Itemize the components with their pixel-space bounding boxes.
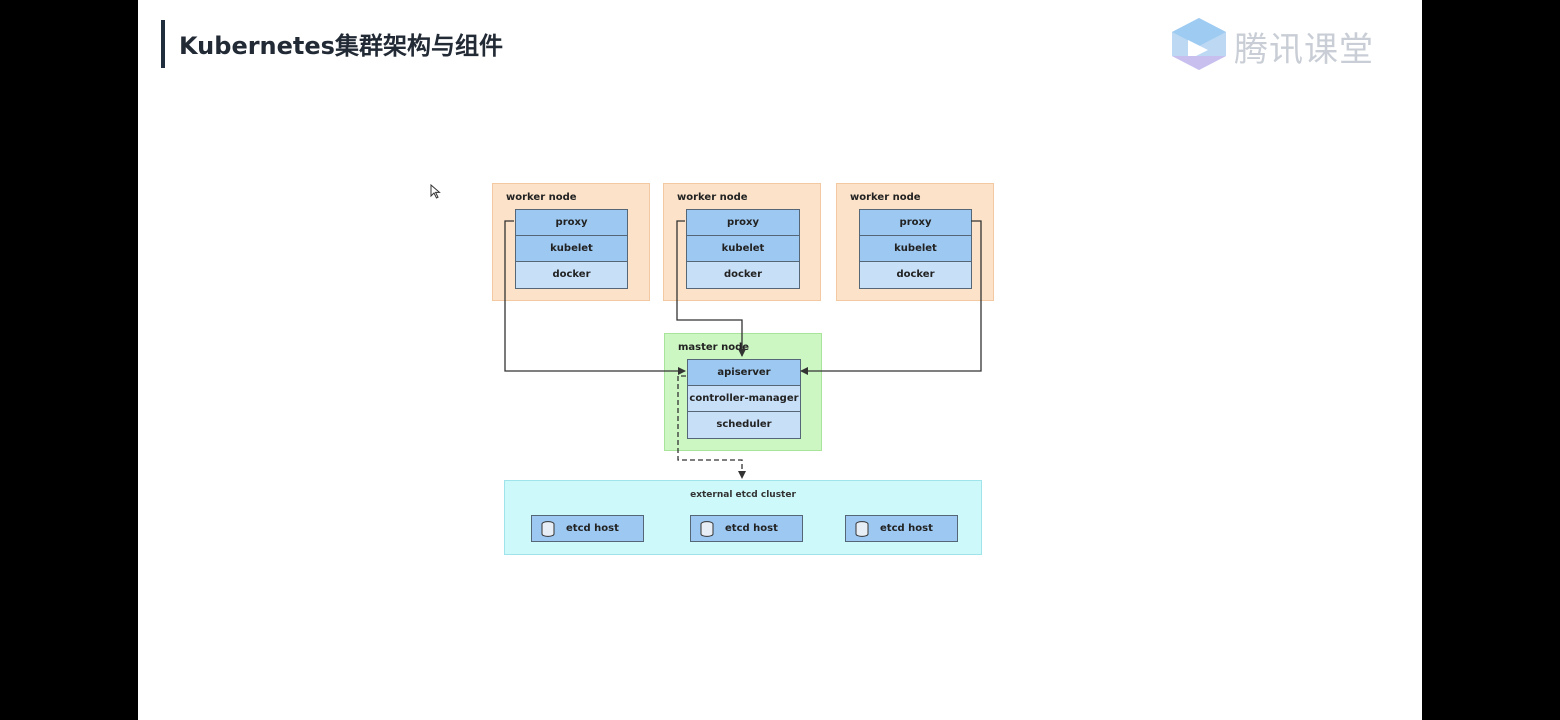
play-logo-icon — [1172, 18, 1226, 70]
docker-component: docker — [687, 262, 799, 288]
worker-component-stack: proxy kubelet docker — [515, 209, 628, 289]
kubernetes-architecture-diagram: worker node proxy kubelet docker worker … — [138, 0, 1422, 720]
etcd-host-1: etcd host — [531, 515, 644, 542]
etcd-host-label: etcd host — [725, 523, 778, 534]
worker-node-label: worker node — [850, 192, 921, 203]
mouse-cursor-icon — [430, 184, 441, 199]
scheduler-component: scheduler — [688, 412, 800, 438]
worker-node-1: worker node proxy kubelet docker — [492, 183, 650, 301]
worker-node-2: worker node proxy kubelet docker — [663, 183, 821, 301]
database-icon — [700, 521, 714, 537]
master-component-stack: apiserver controller-manager scheduler — [687, 359, 801, 439]
etcd-host-3: etcd host — [845, 515, 958, 542]
apiserver-component: apiserver — [688, 360, 800, 386]
docker-component: docker — [860, 262, 971, 288]
proxy-component: proxy — [860, 210, 971, 236]
docker-component: docker — [516, 262, 627, 288]
kubelet-component: kubelet — [687, 236, 799, 262]
controller-manager-component: controller-manager — [688, 386, 800, 412]
brand-name: 腾讯课堂 — [1234, 30, 1374, 70]
master-node: master node apiserver controller-manager… — [664, 333, 822, 451]
worker-component-stack: proxy kubelet docker — [859, 209, 972, 289]
etcd-host-label: etcd host — [566, 523, 619, 534]
worker-node-label: worker node — [506, 192, 577, 203]
title-accent-bar — [161, 20, 165, 68]
proxy-component: proxy — [516, 210, 627, 236]
database-icon — [541, 521, 555, 537]
kubelet-component: kubelet — [516, 236, 627, 262]
etcd-host-2: etcd host — [690, 515, 803, 542]
slide: Kubernetes集群架构与组件 腾讯课堂 worker node proxy… — [138, 0, 1422, 720]
worker-node-label: worker node — [677, 192, 748, 203]
master-node-label: master node — [678, 342, 750, 353]
kubelet-component: kubelet — [860, 236, 971, 262]
worker-node-3: worker node proxy kubelet docker — [836, 183, 994, 301]
etcd-host-label: etcd host — [880, 523, 933, 534]
proxy-component: proxy — [687, 210, 799, 236]
worker-component-stack: proxy kubelet docker — [686, 209, 800, 289]
brand-logo: 腾讯课堂 — [1168, 14, 1388, 74]
etcd-cluster-label: external etcd cluster — [690, 490, 796, 500]
slide-title: Kubernetes集群架构与组件 — [179, 32, 503, 60]
external-etcd-cluster: external etcd cluster etcd host etcd hos… — [504, 480, 982, 555]
database-icon — [855, 521, 869, 537]
